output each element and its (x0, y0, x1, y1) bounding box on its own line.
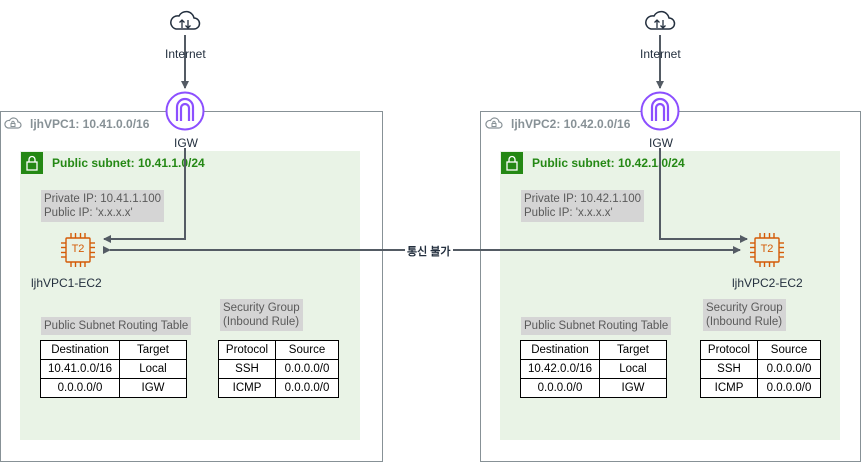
table-header-row: Protocol Source (218, 340, 339, 360)
vpc-1-ec2-name: ljhVPC1-EC2 (31, 276, 102, 290)
vpc-2-security-group-table: Protocol Source SSH 0.0.0.0/0 ICMP 0.0.0… (700, 340, 821, 398)
vpc-1-ip-info: Private IP: 10.41.1.100 Public IP: 'x.x.… (41, 190, 164, 222)
vpc-1-cloud-icon (4, 117, 22, 129)
table-row: ICMP 0.0.0.0/0 (218, 378, 339, 398)
igw-2-gateway-icon (640, 91, 680, 131)
vpc-2-ec2-chip-icon (750, 233, 784, 267)
vpc-2-title: ljhVPC2: 10.42.0.0/16 (511, 117, 631, 131)
table-cell: 0.0.0.0/0 (520, 378, 600, 398)
table-header-cell: Source (275, 340, 339, 360)
vpc-2-ip-info: Private IP: 10.42.1.100 Public IP: 'x.x.… (521, 190, 644, 222)
table-header-row: Protocol Source (700, 340, 821, 360)
table-cell: 0.0.0.0/0 (757, 378, 821, 398)
igw-2-to-ec2-2-arrow (659, 148, 748, 243)
vpc-2-public-ip: Public IP: 'x.x.x.x' (524, 207, 613, 219)
table-cell: 0.0.0.0/0 (275, 359, 339, 379)
table-row: 0.0.0.0/0 IGW (40, 378, 187, 398)
vpc-1-ec2-chip-icon (61, 233, 95, 267)
table-cell: IGW (119, 378, 187, 398)
table-cell: IGW (599, 378, 667, 398)
vpc-2-ec2-chip-text: T2 (760, 243, 774, 255)
vpc-1-subnet-lock-icon (21, 152, 43, 174)
vpc-2-ec2-name: ljhVPC2-EC2 (732, 276, 803, 290)
vpc-2-cloud-icon (485, 117, 503, 129)
table-row: ICMP 0.0.0.0/0 (700, 378, 821, 398)
vpc-2-subnet-title: Public subnet: 10.42.1.0/24 (532, 156, 685, 170)
vpc-2-routing-table-title: Public Subnet Routing Table (521, 317, 672, 335)
internet-2-cloud-icon (645, 10, 676, 30)
igw-1-gateway-icon (165, 91, 205, 131)
table-row: 10.42.0.0/16 Local (520, 359, 667, 379)
vpc-1-sg-title-line2: (Inbound Rule) (223, 316, 300, 328)
vpc-2-routing-table: Destination Target 10.42.0.0/16 Local 0.… (520, 340, 667, 398)
table-header-cell: Source (757, 340, 821, 360)
table-header-cell: Protocol (218, 340, 276, 360)
vpc-2-private-ip: Private IP: 10.42.1.100 (524, 193, 641, 205)
vpc-1-sg-title-line1: Security Group (223, 302, 300, 314)
vpc-1-security-group-title: Security Group (Inbound Rule) (220, 299, 303, 331)
internet-1-label: Internet (165, 47, 206, 61)
table-row: SSH 0.0.0.0/0 (218, 359, 339, 379)
vpc-1-routing-table: Destination Target 10.41.0.0/16 Local 0.… (40, 340, 187, 398)
table-header-row: Destination Target (40, 340, 187, 360)
table-row: 0.0.0.0/0 IGW (520, 378, 667, 398)
vpc-1-private-ip: Private IP: 10.41.1.100 (44, 193, 161, 205)
table-cell: 0.0.0.0/0 (757, 359, 821, 379)
vpc-2-sg-title-line2: (Inbound Rule) (706, 316, 783, 328)
table-cell: 10.41.0.0/16 (40, 359, 120, 379)
vpc-1-ec2-chip-text: T2 (71, 243, 85, 255)
igw-1-label: IGW (174, 136, 198, 150)
table-cell: SSH (218, 359, 276, 379)
igw-1-to-ec2-1-arrow (103, 148, 186, 243)
vpc-1-routing-table-title: Public Subnet Routing Table (41, 317, 192, 335)
vpc-1-security-group-table: Protocol Source SSH 0.0.0.0/0 ICMP 0.0.0… (218, 340, 339, 398)
internet-2-label: Internet (640, 47, 681, 61)
table-header-row: Destination Target (520, 340, 667, 360)
vpc-2-security-group-title: Security Group (Inbound Rule) (703, 299, 786, 331)
vpc-2-sg-title-line1: Security Group (706, 302, 783, 314)
vpc-1-subnet-title: Public subnet: 10.41.1.0/24 (52, 156, 205, 170)
vpc-1-public-ip: Public IP: 'x.x.x.x' (44, 207, 133, 219)
igw-2-label: IGW (649, 136, 673, 150)
internet-1-cloud-icon (170, 10, 201, 30)
ec2-peer-link-label: 통신 불가 (405, 243, 453, 259)
vpc-1-title: ljhVPC1: 10.41.0.0/16 (30, 117, 150, 131)
table-cell: 0.0.0.0/0 (275, 378, 339, 398)
table-cell: ICMP (218, 378, 276, 398)
vpc-2-subnet-lock-icon (501, 152, 523, 174)
